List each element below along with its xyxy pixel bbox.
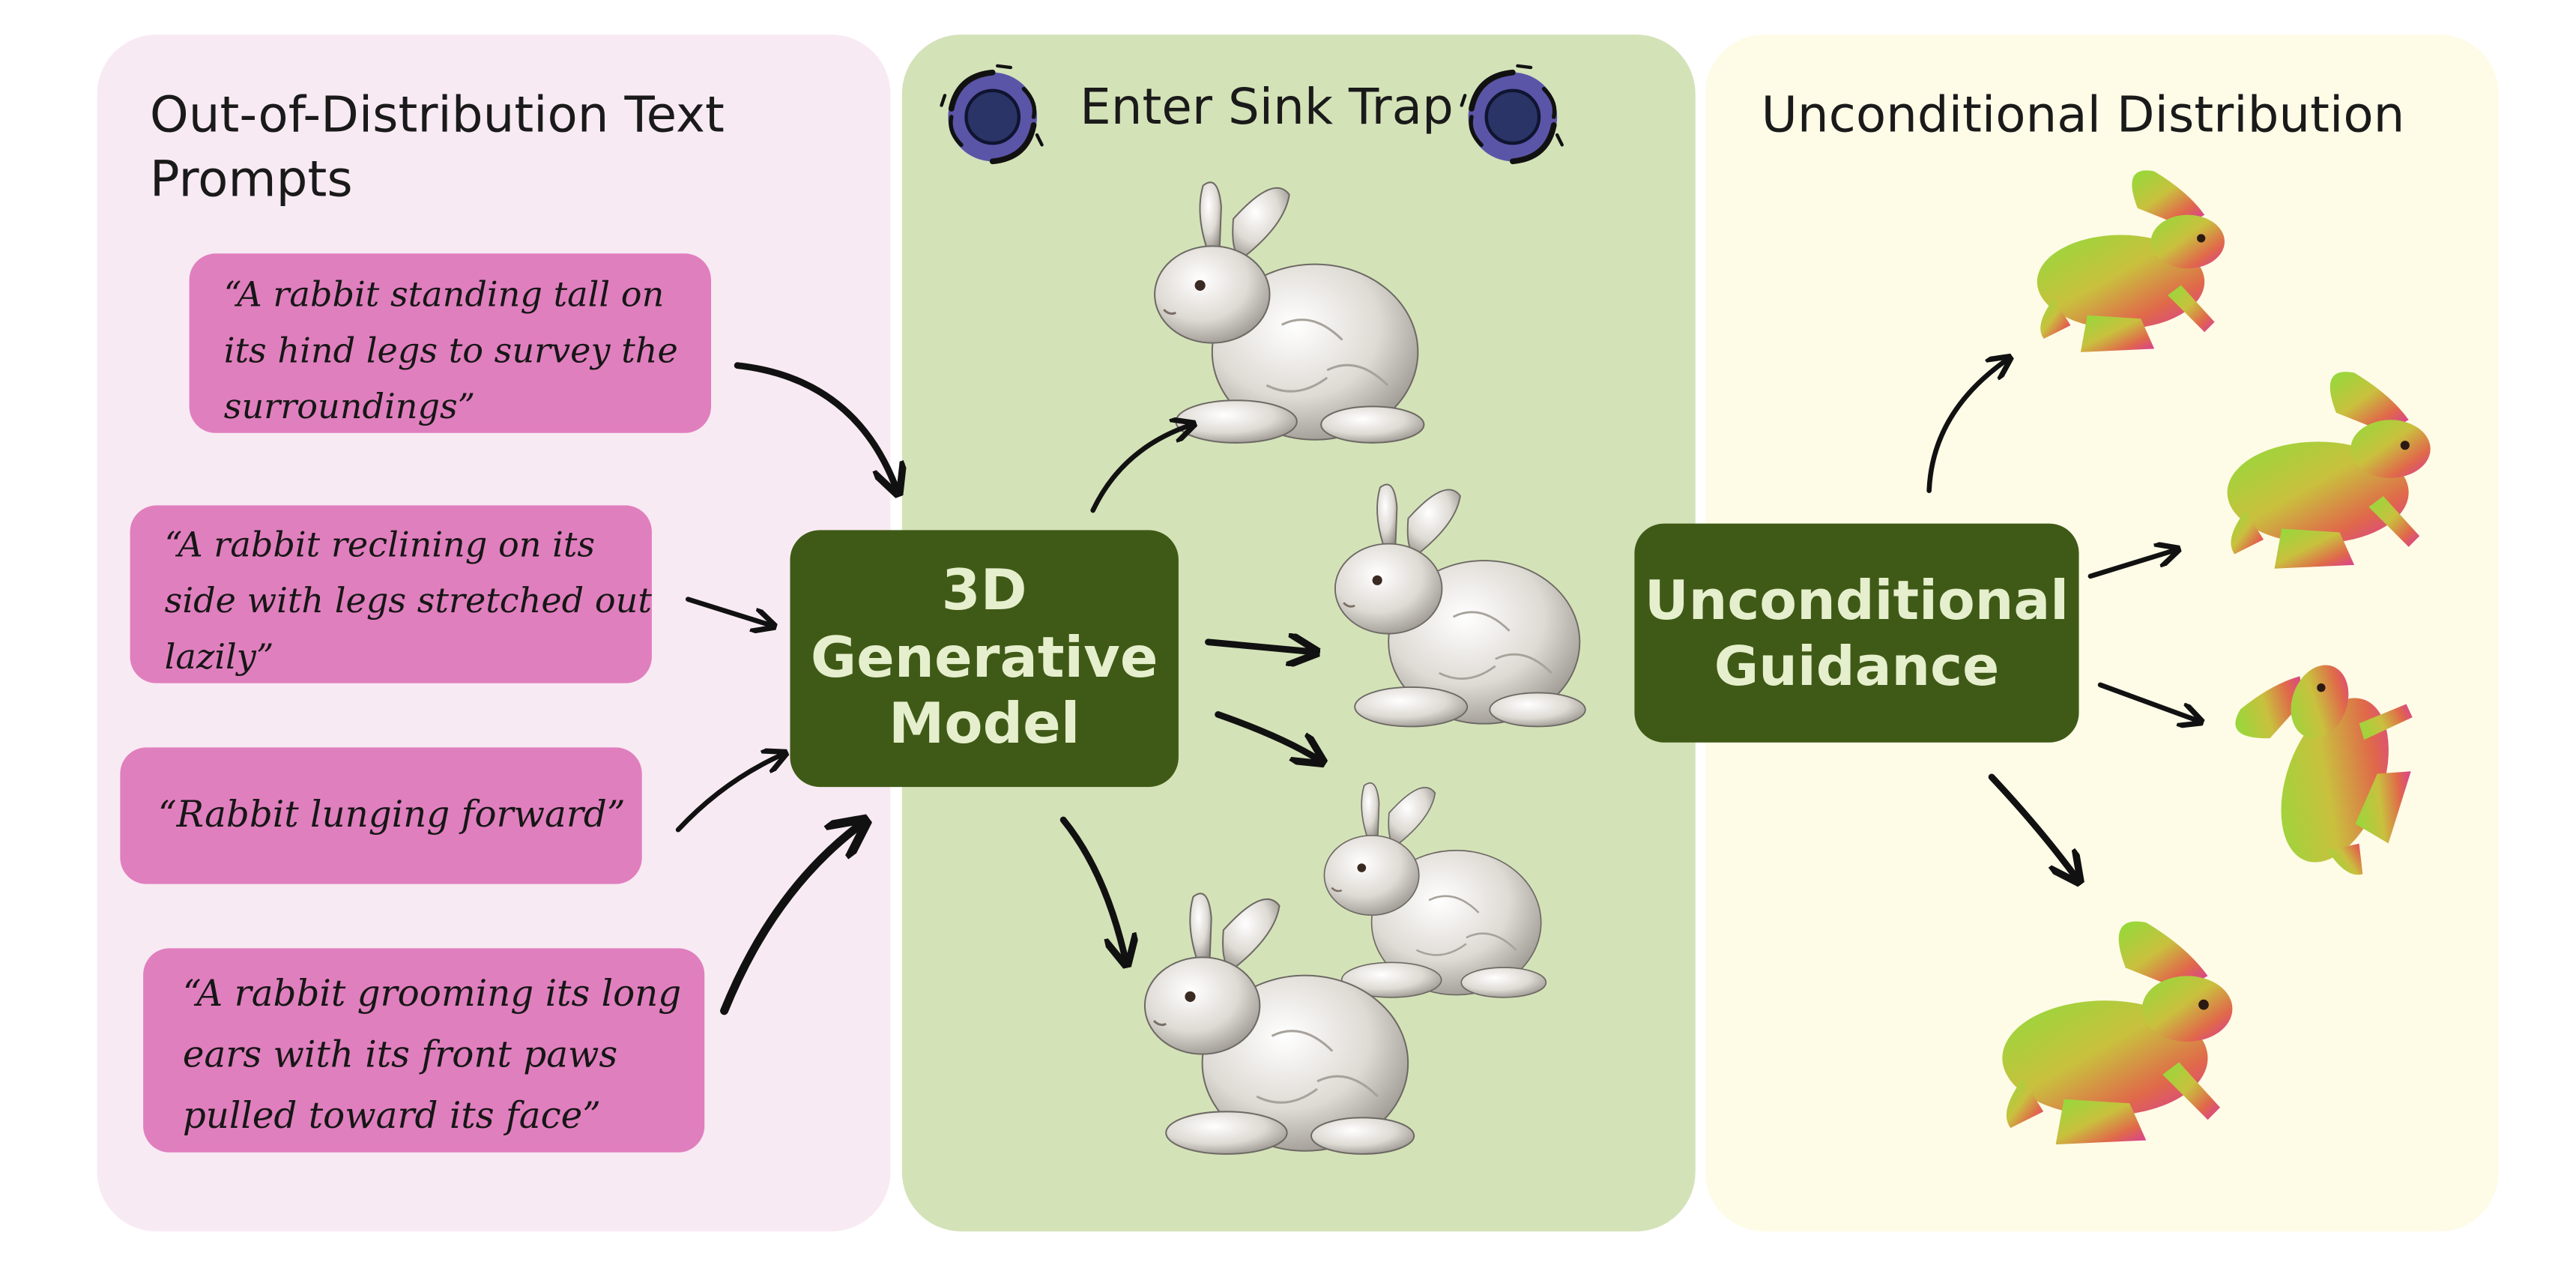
- prompts-title-line1: Out-of-Distribution Text: [149, 87, 725, 145]
- arrow-guidance-to-rabbit-4: [1988, 773, 2077, 879]
- prompt-text-line: side with legs stretched out: [164, 581, 652, 621]
- model-label-line: 3D: [941, 558, 1027, 624]
- arrow-prompt1-to-model: [734, 362, 897, 491]
- model-label-line: Model: [888, 692, 1080, 758]
- prompt-text-line: “A rabbit reclining on its: [164, 525, 596, 565]
- arrow-model-to-rabbit-small: [1215, 711, 1320, 761]
- unconditional-guidance-box: Unconditional Guidance: [1634, 523, 2079, 743]
- arrow-prompt2-to-model: [685, 597, 772, 626]
- prompt-text-line: its hind legs to survey the: [223, 330, 678, 371]
- sink-trap-title: Enter Sink Trap: [1080, 79, 1454, 137]
- prompt-text-line: “Rabbit lunging forward”: [157, 795, 626, 836]
- guidance-label-line: Unconditional: [1644, 567, 2069, 632]
- arrow-model-to-rabbit-mid: [1205, 642, 1313, 652]
- guidance-label-line: Guidance: [1714, 632, 2000, 698]
- arrow-guidance-to-rabbit-1: [1926, 359, 2008, 493]
- arrow-guidance-to-rabbit-2: [2087, 550, 2176, 579]
- prompts-title-line2: Prompts: [149, 151, 353, 209]
- prompt-box-standing: “A rabbit standing tall on its hind legs…: [189, 253, 712, 433]
- black-hole-portal-icon: [940, 64, 1044, 165]
- prompt-box-reclining: “A rabbit reclining on its side with leg…: [130, 505, 652, 683]
- arrow-prompt3-to-model: [675, 754, 784, 833]
- arrow-model-to-rabbit-top: [1090, 425, 1192, 513]
- generative-model-box: 3D Generative Model: [790, 530, 1179, 788]
- prompt-text-line: lazily”: [164, 637, 274, 677]
- black-hole-portal-icon: [1460, 64, 1564, 165]
- prompt-text-line: surroundings”: [223, 387, 476, 426]
- prompts-panel-title: Out-of-Distribution Text Prompts: [150, 84, 725, 212]
- prompt-text-line: pulled toward its face”: [182, 1096, 601, 1138]
- arrow-model-to-rabbit-bottom: [1059, 816, 1125, 961]
- arrow-guidance-to-rabbit-3: [2097, 682, 2199, 721]
- prompt-box-lunging: “Rabbit lunging forward”: [120, 747, 642, 884]
- prompt-text-line: “A rabbit grooming its long: [182, 974, 682, 1016]
- prompt-text-line: ears with its front paws: [182, 1035, 618, 1077]
- prompt-text-line: “A rabbit standing tall on: [223, 274, 665, 315]
- arrow-prompt4-to-model: [720, 823, 863, 1015]
- prompt-box-grooming: “A rabbit grooming its long ears with it…: [143, 948, 705, 1153]
- model-label-line: Generative: [810, 624, 1158, 691]
- unconditional-panel-title: Unconditional Distribution: [1761, 87, 2405, 145]
